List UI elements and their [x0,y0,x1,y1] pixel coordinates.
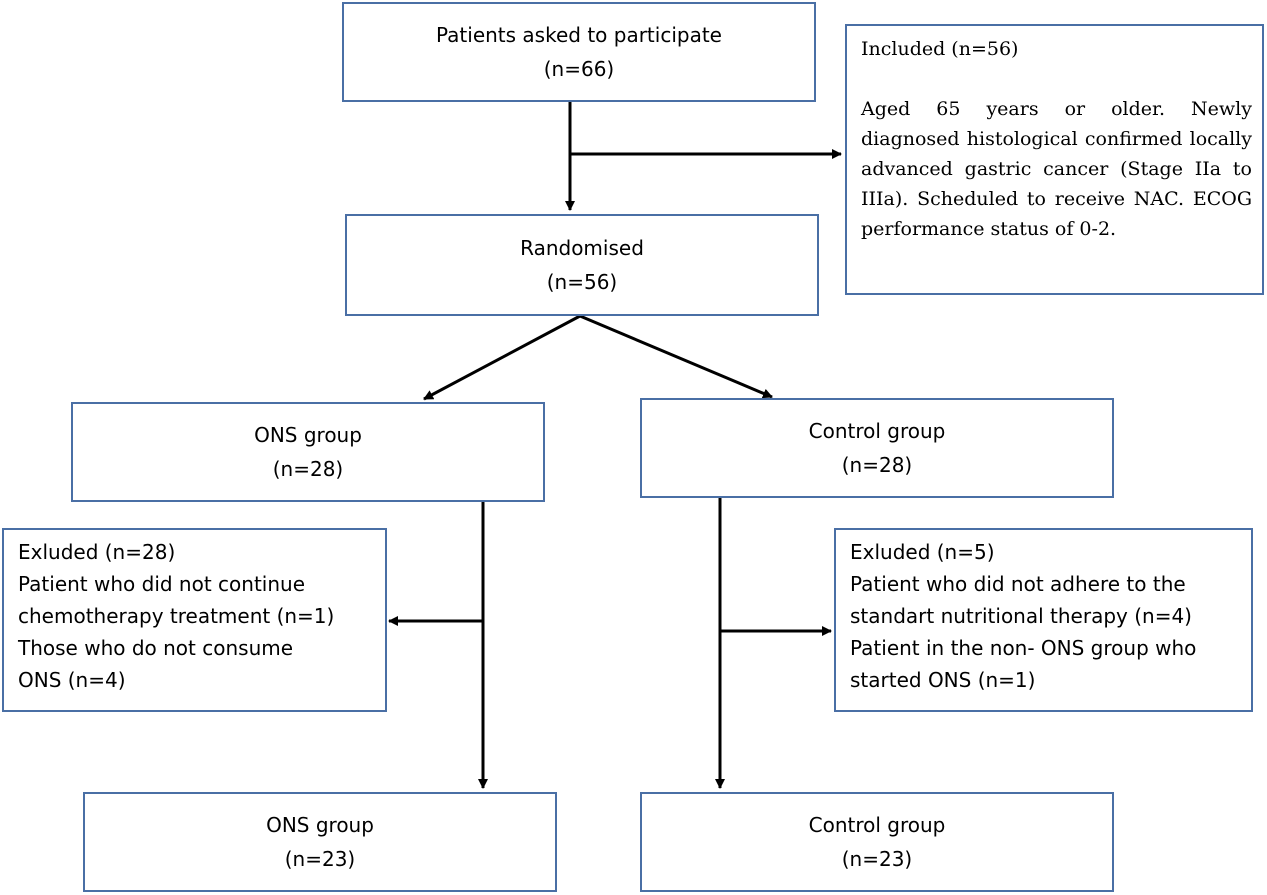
node-ons-excluded-line-4: Those who do not consume [18,636,294,660]
node-asked: Patients asked to participate (n=66) [342,2,816,102]
node-included: Included (n=56) Aged 65 years or older. … [845,24,1264,295]
node-control-group-count: (n=28) [841,453,913,477]
node-control-excluded-line-4: Patient in the non- ONS group who [850,636,1197,660]
node-randomised: Randomised (n=56) [345,214,819,316]
node-ons-final-title: ONS group [266,813,374,837]
node-control-group-title: Control group [808,419,946,443]
node-included-criteria: Aged 65 years or older. Newly diagnosed … [861,98,1252,240]
node-control-group: Control group (n=28) [640,398,1114,498]
node-control-final-title: Control group [808,813,946,837]
node-ons-group-title: ONS group [254,423,362,447]
node-control-excluded-line-5: started ONS (n=1) [850,668,1036,692]
arrow-randomised-to-control [579,314,773,399]
node-ons-excluded-line-1: Exluded (n=28) [18,540,176,564]
node-control-excluded: Exluded (n=5) Patient who did not adhere… [834,528,1253,712]
node-control-final-count: (n=23) [841,847,913,871]
node-ons-group: ONS group (n=28) [71,402,545,502]
arrow-randomised-to-ons [423,314,581,401]
node-ons-excluded-line-2: Patient who did not continue [18,572,306,596]
node-control-excluded-line-1: Exluded (n=5) [850,540,995,564]
node-randomised-count: (n=56) [546,270,618,294]
node-control-excluded-line-2: Patient who did not adhere to the [850,572,1186,596]
node-ons-excluded-line-5: ONS (n=4) [18,668,126,692]
node-asked-count: (n=66) [543,57,615,81]
node-ons-final: ONS group (n=23) [83,792,557,892]
node-asked-title: Patients asked to participate [436,23,722,47]
node-control-excluded-line-3: standart nutritional therapy (n=4) [850,604,1192,628]
node-ons-excluded-line-3: chemotherapy treatment (n=1) [18,604,335,628]
node-control-final: Control group (n=23) [640,792,1114,892]
node-included-title: Included (n=56) [861,38,1019,60]
node-ons-excluded: Exluded (n=28) Patient who did not conti… [2,528,387,712]
node-ons-final-count: (n=23) [284,847,356,871]
node-ons-group-count: (n=28) [272,457,344,481]
node-randomised-title: Randomised [520,236,644,260]
